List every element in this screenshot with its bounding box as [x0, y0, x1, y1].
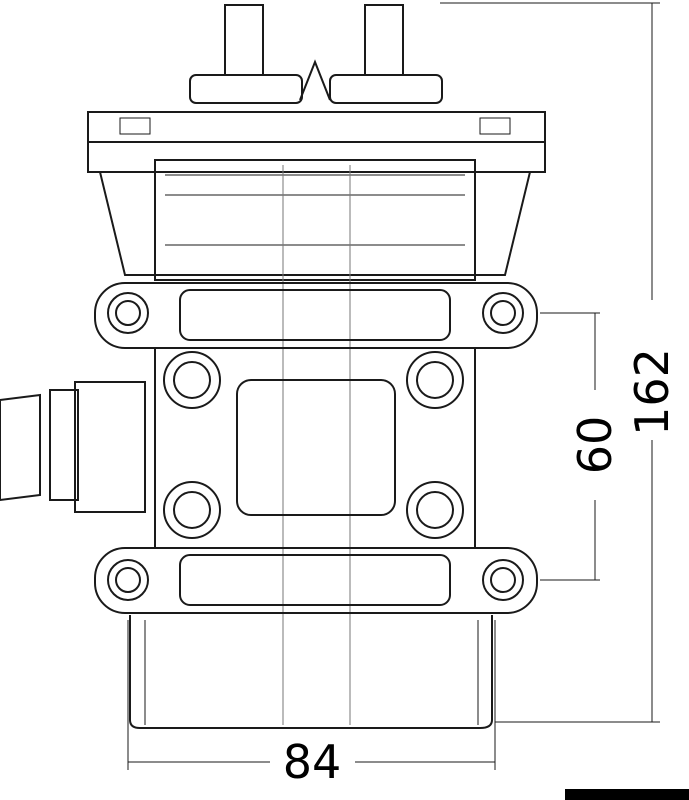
dimension-total-height: 162 [625, 348, 679, 436]
body-upper [99, 159, 531, 725]
body-middle [154, 347, 476, 549]
top-cap [87, 111, 546, 173]
corner-bar [565, 789, 689, 800]
dimension-body-width: 84 [283, 735, 342, 789]
side-connector [0, 381, 146, 513]
upper-mounting-flange [94, 282, 538, 349]
bottom-housing [129, 615, 493, 729]
dimension-mount-spacing: 60 [568, 416, 622, 475]
terminal-posts [189, 4, 443, 104]
lower-mounting-flange [94, 547, 538, 614]
dimension-lines [127, 2, 660, 770]
